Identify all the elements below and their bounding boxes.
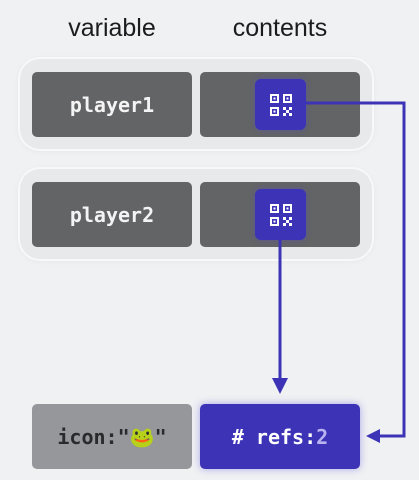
arrow-player1-to-value	[305, 101, 406, 438]
qr-code-icon	[269, 203, 292, 226]
variable-name-player2: player2	[32, 182, 192, 247]
icon-field-quote-close: "	[154, 424, 167, 449]
arrowhead-player1	[366, 429, 380, 443]
reference-qr-code-icon	[255, 79, 306, 130]
reference-qr-code-icon	[255, 189, 306, 240]
variable-column-header: variable	[68, 14, 156, 42]
refs-count: 2	[316, 424, 329, 449]
frog-emoji-icon: 🐸	[129, 424, 155, 449]
icon-field-label: icon:	[57, 424, 118, 449]
variable-name-player1: player1	[32, 72, 192, 137]
arrowhead-player2	[272, 378, 288, 394]
heap-value-icon-field: icon:"🐸"	[32, 404, 192, 469]
heap-value-refcount: # refs:2	[200, 404, 360, 469]
refs-label: # refs:	[231, 424, 317, 449]
contents-column-header: contents	[232, 14, 328, 42]
qr-code-icon	[269, 93, 292, 116]
icon-field-quote-open: "	[117, 424, 130, 449]
